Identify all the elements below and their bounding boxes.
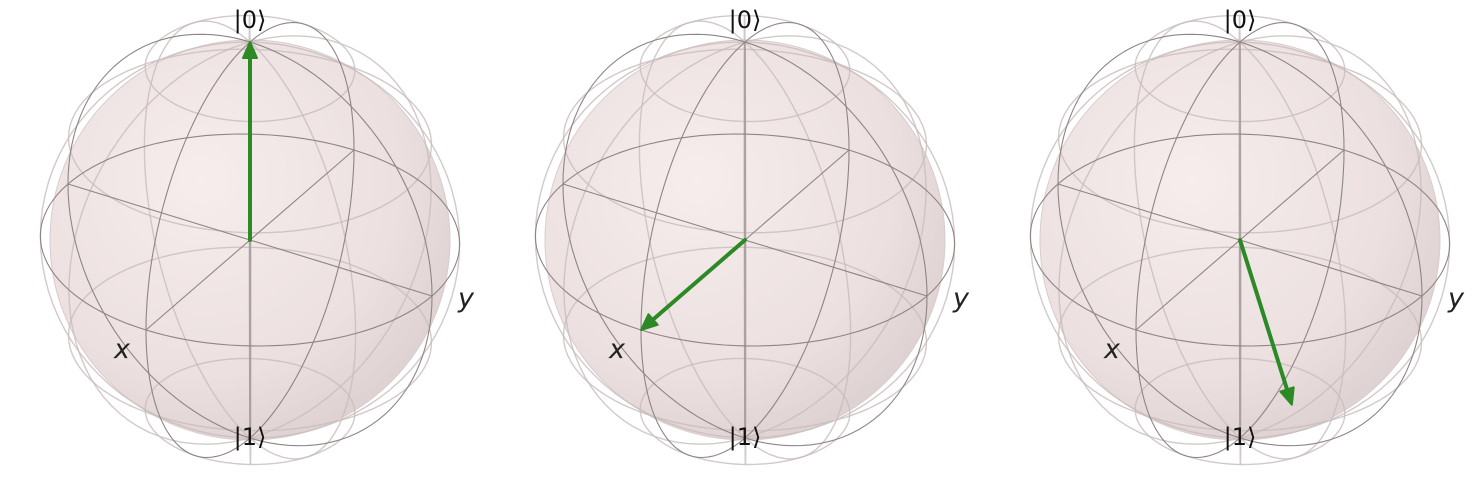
ket-zero-label: |0⟩ [729, 6, 762, 34]
bloch-sphere-2: |0⟩ |1⟩ x y [534, 6, 970, 466]
ket-zero-label: |0⟩ [234, 6, 267, 34]
state-vector-arrow [242, 41, 258, 242]
y-axis-label: y [1447, 283, 1465, 314]
x-axis-label: x [113, 334, 131, 365]
y-axis-label: y [952, 283, 970, 314]
state-vector-head [242, 41, 258, 59]
bloch-sphere-1: |0⟩ |1⟩ x y [39, 6, 475, 466]
ket-one-label: |1⟩ [234, 423, 267, 451]
ket-zero-label: |0⟩ [1224, 6, 1257, 34]
ket-one-label: |1⟩ [729, 423, 762, 451]
state-vector-head [640, 313, 659, 331]
state-vector-shaft [1238, 238, 1290, 392]
state-vector-arrow [1238, 238, 1295, 406]
x-axis-label: x [608, 334, 626, 365]
state-vector-arrow [640, 238, 747, 331]
state-vector-shaft [651, 238, 747, 322]
bloch-sphere-3: |0⟩ |1⟩ x y [1029, 6, 1465, 466]
x-axis-label: x [1103, 334, 1121, 365]
y-axis-label: y [457, 283, 475, 314]
state-vector-head [1279, 386, 1295, 406]
ket-one-label: |1⟩ [1224, 423, 1257, 451]
